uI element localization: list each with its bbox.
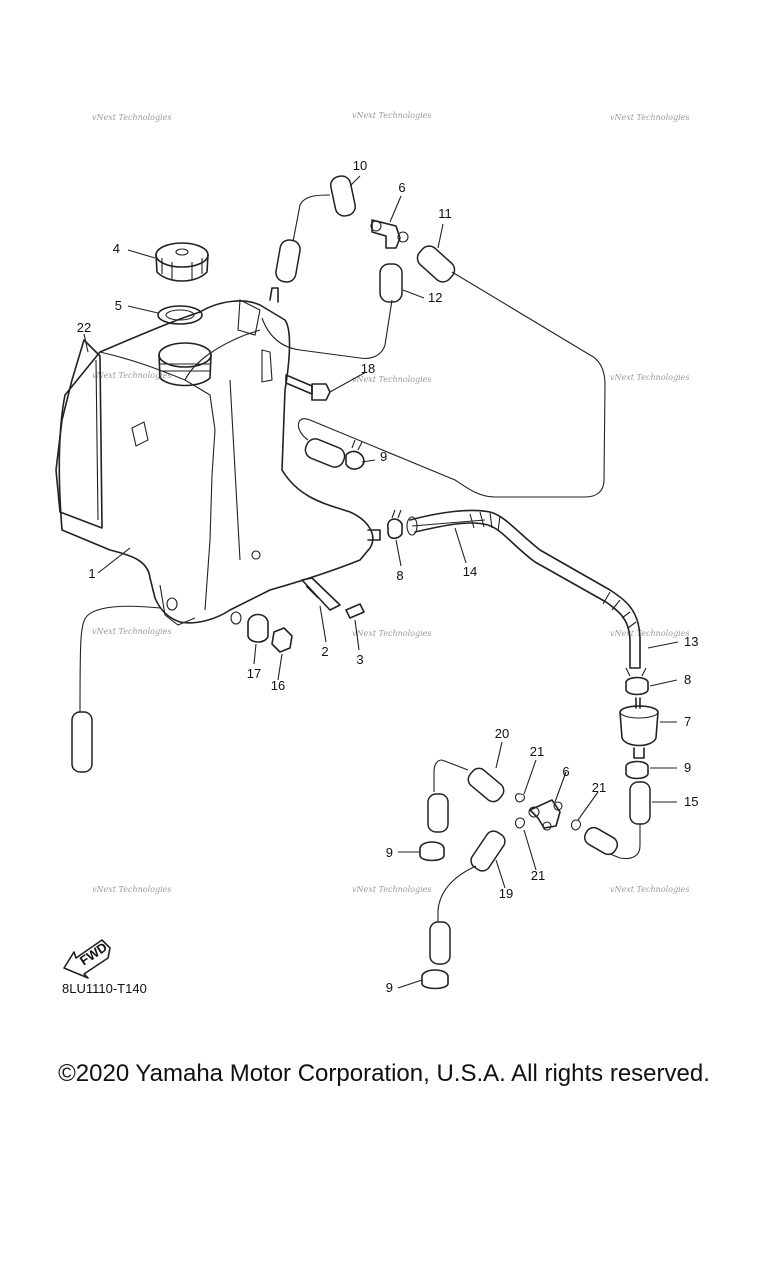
fuel-cap [155,242,209,282]
callout-22[interactable]: 22 [77,320,91,335]
callout-21[interactable]: 21 [531,868,545,883]
vent-hoses [261,175,606,498]
callout-1[interactable]: 1 [88,566,95,581]
watermark: vNext Technologies [352,885,431,894]
callout-9[interactable]: 9 [380,449,387,464]
callout-18[interactable]: 18 [361,361,375,376]
watermark: vNext Technologies [352,375,431,384]
watermark: vNext Technologies [610,885,689,894]
callout-20[interactable]: 20 [495,726,509,741]
callout-19[interactable]: 19 [499,886,513,901]
watermark: vNext Technologies [610,373,689,382]
leader-lines [83,175,679,989]
watermark: vNext Technologies [92,627,171,636]
copyright-text: ©2020 Yamaha Motor Corporation, U.S.A. A… [58,1060,710,1087]
watermark: vNext Technologies [352,629,431,638]
fwd-arrow: FWD [63,939,111,979]
callout-4[interactable]: 4 [113,241,120,256]
callout-21[interactable]: 21 [592,780,606,795]
callout-12[interactable]: 12 [428,290,442,305]
fuel-hose-14 [387,509,641,669]
watermark: vNext Technologies [92,371,171,380]
callout-13[interactable]: 13 [684,634,698,649]
lower-hose-assembly [419,759,582,990]
cap-gasket [157,305,203,325]
small-parts [247,577,365,653]
callouts: 4 5 22 1 10 6 11 12 18 9 8 14 13 8 7 9 1… [77,158,699,995]
callout-5[interactable]: 5 [115,298,122,313]
watermark: vNext Technologies [92,885,171,894]
watermark: vNext Technologies [352,111,431,120]
tank-cover-pad [55,339,103,529]
callout-10[interactable]: 10 [353,158,367,173]
callout-6[interactable]: 6 [562,764,569,779]
watermark: vNext Technologies [92,113,171,122]
callout-8[interactable]: 8 [396,568,403,583]
fuel-filter-assembly [583,667,659,860]
diagram-code: 8LU1110-T140 [62,981,147,996]
bolt-18 [285,374,331,401]
callout-9[interactable]: 9 [386,980,393,995]
callout-21[interactable]: 21 [530,744,544,759]
watermark: vNext Technologies [610,113,689,122]
callout-3[interactable]: 3 [356,652,363,667]
callout-2[interactable]: 2 [321,644,328,659]
watermarks: vNext Technologies vNext Technologies vN… [92,111,689,894]
callout-8[interactable]: 8 [684,672,691,687]
watermark: vNext Technologies [610,629,689,638]
callout-11[interactable]: 11 [438,206,452,221]
fuel-tank [58,287,381,626]
callout-17[interactable]: 17 [247,666,261,681]
callout-14[interactable]: 14 [463,564,477,579]
callout-6[interactable]: 6 [398,180,405,195]
callout-9[interactable]: 9 [386,845,393,860]
callout-16[interactable]: 16 [271,678,285,693]
callout-7[interactable]: 7 [684,714,691,729]
callout-15[interactable]: 15 [684,794,698,809]
drain-hose [71,605,161,773]
callout-9[interactable]: 9 [684,760,691,775]
